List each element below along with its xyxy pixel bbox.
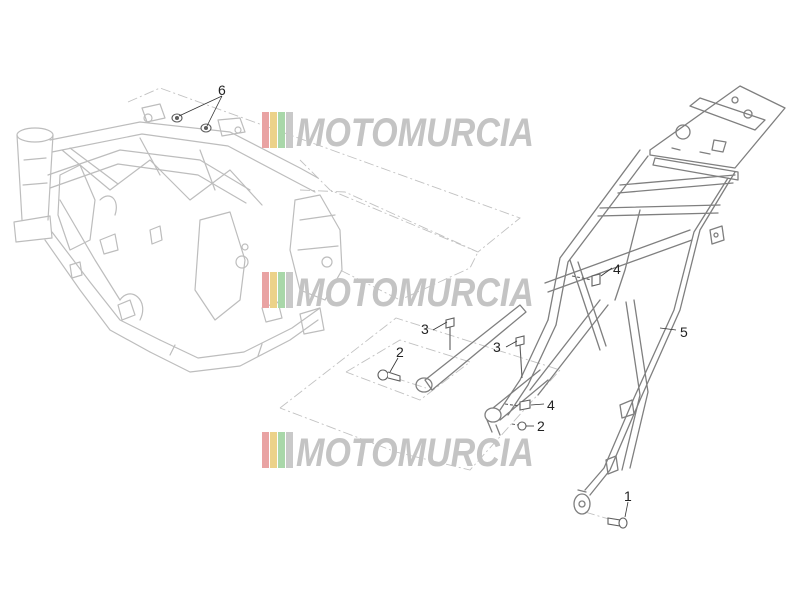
callout-2a: 2: [396, 344, 404, 360]
watermark-stripe-gray: [286, 272, 293, 308]
leader-lines: [178, 95, 677, 518]
callout-labels: 6 4 5 3 2 3 4 2 1: [218, 82, 688, 504]
guide-box-inner: [345, 339, 471, 401]
callout-4b: 4: [547, 397, 555, 413]
bolt-3a: [445, 317, 455, 350]
watermark-stripe-gray: [286, 432, 293, 468]
bolt-3b: [515, 335, 525, 379]
bolt-2a: [377, 369, 401, 382]
callout-3a: 3: [421, 321, 429, 337]
watermark-stripe-yellow: [270, 432, 277, 468]
watermark-text: MOTOMURCIA: [296, 431, 534, 475]
guide-box-middle: [299, 189, 479, 301]
watermark-text: MOTOMURCIA: [296, 111, 534, 155]
watermark-stripe-gray: [286, 112, 293, 148]
nut-6b: [200, 123, 212, 133]
callout-4a: 4: [613, 261, 621, 277]
lower-connecting-arm: [415, 304, 549, 436]
watermark-1: MOTOMURCIA: [262, 111, 534, 155]
watermark-stripe-red: [262, 112, 269, 148]
rear-subframe: [499, 85, 786, 515]
watermark-stripe-red: [262, 432, 269, 468]
watermark-stripe-yellow: [270, 112, 277, 148]
callout-2b: 2: [537, 418, 545, 434]
bolt-4b: [504, 399, 531, 411]
fasteners: [171, 113, 628, 529]
callout-1: 1: [624, 488, 632, 504]
callout-6: 6: [218, 82, 226, 98]
bolt-1: [607, 517, 628, 529]
main-frame: [13, 103, 343, 373]
callout-3b: 3: [493, 339, 501, 355]
watermark-stripe-green: [278, 432, 285, 468]
watermark-stripe-red: [262, 272, 269, 308]
watermark-stripe-yellow: [270, 272, 277, 308]
bolt-2b: [511, 421, 527, 431]
callout-5: 5: [680, 324, 688, 340]
watermark-3: MOTOMURCIA: [262, 431, 534, 475]
watermark-2: MOTOMURCIA: [262, 271, 534, 315]
guide-box-lower: [279, 317, 561, 471]
watermark-stripe-green: [278, 112, 285, 148]
bolt-4a: [571, 273, 601, 287]
watermark-stripe-green: [278, 272, 285, 308]
watermark-text: MOTOMURCIA: [296, 271, 534, 315]
guide-box-upper: [127, 87, 521, 253]
assembly-guide-lines: [127, 87, 613, 521]
